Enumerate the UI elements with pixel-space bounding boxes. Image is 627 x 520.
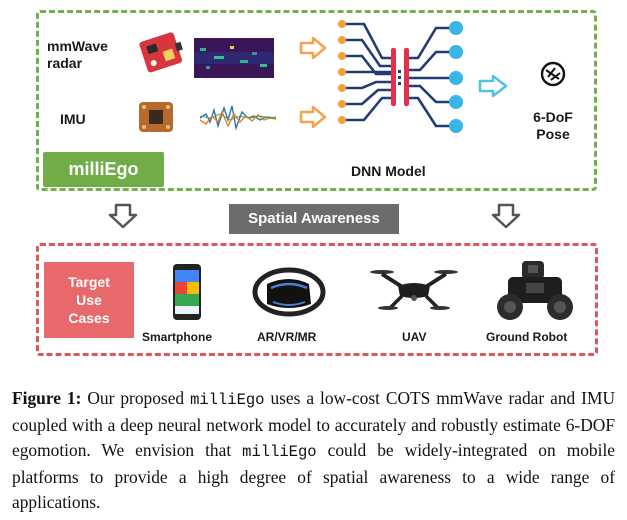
caption-system-name-1: milliEgo (190, 391, 265, 409)
arvr-label: AR/VR/MR (257, 330, 317, 344)
target-use-cases-badge: Target Use Cases (44, 262, 134, 338)
radar-label: mmWave radar (47, 38, 108, 71)
left-down-arrow-icon (108, 203, 138, 229)
figure-caption: Figure 1: Our proposed milliEgo uses a l… (12, 386, 615, 515)
pose-icon (540, 61, 566, 87)
caption-text-2: uses a low-cost COTS mmWave radar and IM… (12, 388, 615, 460)
radar-arrow-icon (299, 37, 327, 59)
uav-label: UAV (402, 330, 427, 344)
sensing-pipeline-frame (36, 10, 597, 191)
caption-prefix: Figure 1: (12, 388, 82, 408)
output-arrow-icon (478, 75, 508, 97)
caption-system-name-2: milliEgo (242, 443, 317, 461)
caption-text-1: Our proposed (81, 388, 191, 408)
smartphone-label: Smartphone (142, 330, 213, 344)
imu-signal-plot (200, 105, 276, 131)
use-cases-frame (36, 243, 598, 356)
smartphone-image (173, 264, 201, 320)
dnn-model-label: DNN Model (351, 163, 426, 179)
dnn-network-diagram (338, 20, 463, 133)
ground-robot-image (497, 261, 573, 320)
caption-text-3: could be widely-integrated on mobile pla… (12, 440, 615, 512)
vr-headset-image (252, 267, 326, 317)
radar-heatmap-image (194, 38, 274, 78)
right-down-arrow-icon (491, 203, 521, 229)
pose-label: 6-DoF Pose (533, 109, 573, 142)
uav-image (370, 270, 458, 310)
ground-robot-label: Ground Robot (486, 330, 568, 344)
milliego-badge: milliEgo (43, 152, 164, 187)
radar-board-image (139, 32, 183, 73)
spatial-awareness-badge: Spatial Awareness (229, 204, 399, 234)
imu-arrow-icon (299, 106, 327, 128)
imu-label: IMU (60, 111, 86, 127)
imu-board-image (139, 102, 173, 132)
